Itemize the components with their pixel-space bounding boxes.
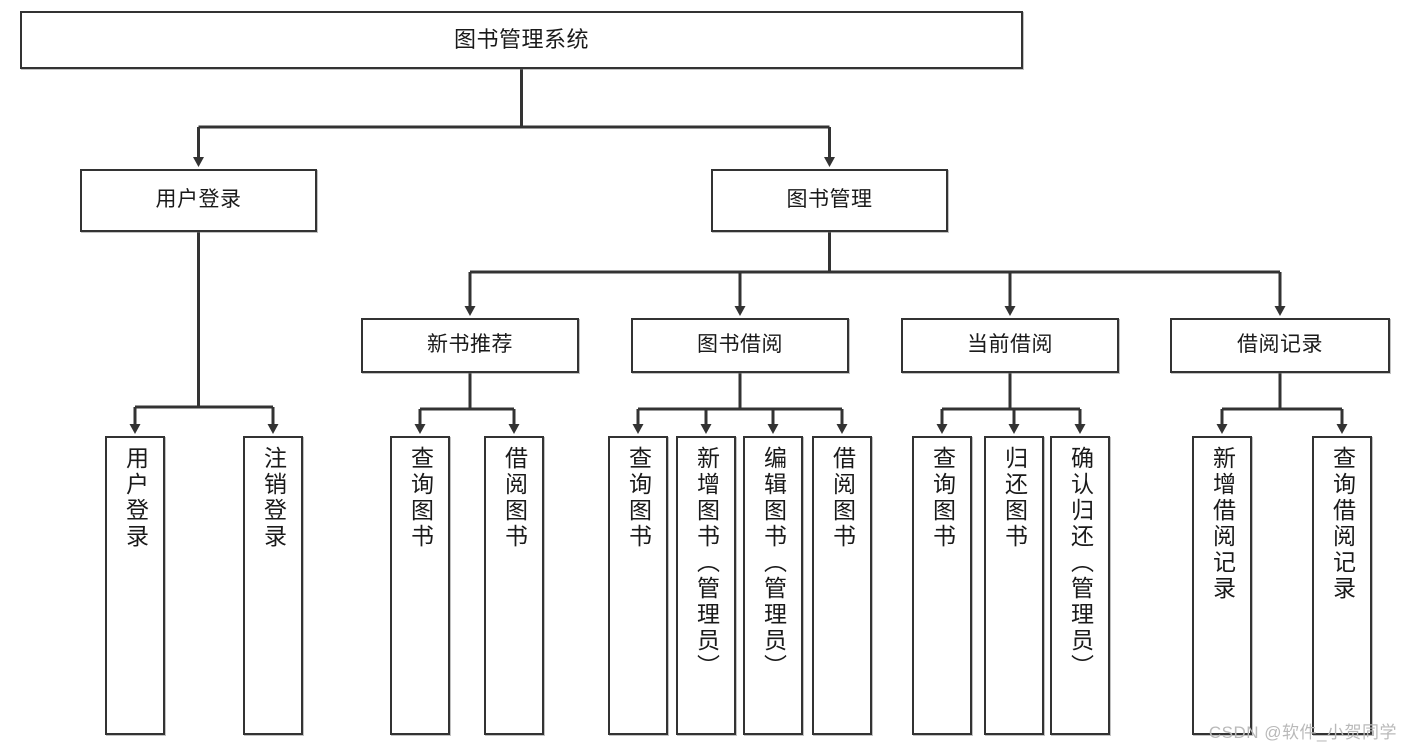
node-l_login[interactable]: 用户登录	[105, 436, 165, 735]
node-label-l_logout: 注销登录	[260, 446, 287, 550]
node-n_borrow[interactable]: 借阅图书	[484, 436, 544, 735]
node-label-r_add: 新增借阅记录	[1209, 446, 1236, 602]
node-b_add[interactable]: 新增图书（管理员）	[676, 436, 736, 735]
node-label-c_confirm: 确认归还（管理员）	[1067, 446, 1094, 680]
node-label-r_query: 查询借阅记录	[1329, 446, 1356, 602]
node-label-l_login: 用户登录	[122, 446, 149, 550]
node-label-b_lend: 借阅图书	[829, 446, 856, 550]
watermark-text: CSDN @软件_小贺同学	[1208, 723, 1397, 742]
node-c_return[interactable]: 归还图书	[984, 436, 1044, 735]
node-label-b_edit: 编辑图书（管理员）	[760, 446, 787, 680]
node-label-b_add: 新增图书（管理员）	[693, 446, 720, 680]
node-current[interactable]: 当前借阅	[901, 318, 1119, 373]
node-label-newbook: 新书推荐	[427, 333, 513, 357]
node-borrow[interactable]: 图书借阅	[631, 318, 849, 373]
node-b_edit[interactable]: 编辑图书（管理员）	[743, 436, 803, 735]
node-c_query[interactable]: 查询图书	[912, 436, 972, 735]
node-r_add[interactable]: 新增借阅记录	[1192, 436, 1252, 735]
node-label-root: 图书管理系统	[453, 27, 589, 53]
node-label-n_borrow: 借阅图书	[501, 446, 528, 550]
node-b_lend[interactable]: 借阅图书	[812, 436, 872, 735]
node-l_logout[interactable]: 注销登录	[243, 436, 303, 735]
node-n_query[interactable]: 查询图书	[390, 436, 450, 735]
node-label-records: 借阅记录	[1237, 333, 1323, 357]
node-root[interactable]: 图书管理系统	[20, 11, 1023, 69]
node-label-c_query: 查询图书	[929, 446, 956, 550]
node-bookmgmt[interactable]: 图书管理	[711, 169, 948, 232]
node-label-bookmgmt: 图书管理	[786, 188, 873, 212]
node-label-borrow: 图书借阅	[697, 333, 783, 357]
node-newbook[interactable]: 新书推荐	[361, 318, 579, 373]
node-records[interactable]: 借阅记录	[1170, 318, 1390, 373]
node-label-c_return: 归还图书	[1001, 446, 1028, 550]
node-label-login: 用户登录	[155, 188, 242, 212]
node-label-current: 当前借阅	[967, 333, 1053, 357]
node-c_confirm[interactable]: 确认归还（管理员）	[1050, 436, 1110, 735]
node-label-b_query: 查询图书	[625, 446, 652, 550]
node-label-n_query: 查询图书	[407, 446, 434, 550]
node-r_query[interactable]: 查询借阅记录	[1312, 436, 1372, 735]
node-b_query[interactable]: 查询图书	[608, 436, 668, 735]
node-login[interactable]: 用户登录	[80, 169, 317, 232]
